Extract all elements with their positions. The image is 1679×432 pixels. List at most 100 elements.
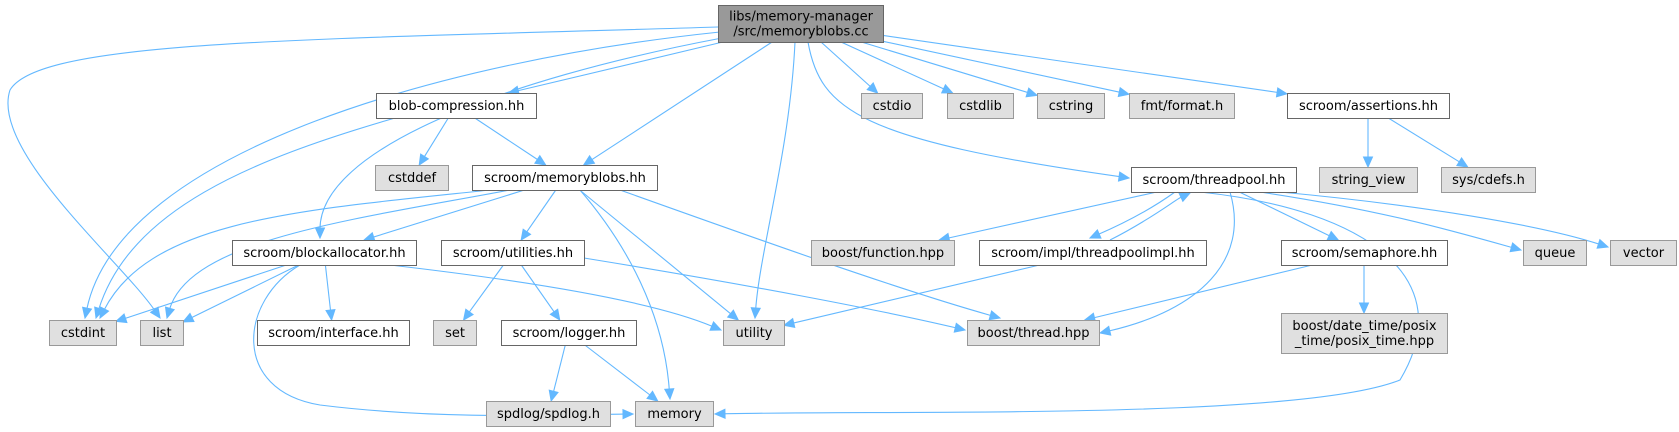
edge-line [168, 189, 511, 310]
node-threadpoolimpl[interactable]: scroom/impl/threadpoolimpl.hh [979, 240, 1207, 266]
node-memoryblobs-hh[interactable]: scroom/memoryblobs.hh [472, 165, 658, 191]
node-box [433, 320, 477, 346]
node-label: utility [736, 326, 773, 341]
arrowhead-icon [1117, 171, 1131, 182]
arrowhead-icon [1088, 228, 1102, 239]
edge-threadpool-to-memory [713, 191, 1419, 420]
edge-assertions-to-sys_cdefs [1388, 117, 1469, 168]
arrowhead-icon [1178, 192, 1192, 203]
node-label: scroom/logger.hh [513, 326, 626, 341]
edge-line [98, 117, 396, 310]
node-box [486, 401, 611, 427]
node-label: boost/function.hpp [822, 246, 944, 261]
arrowhead-icon [726, 309, 740, 321]
edge-root-to-memoryblobs_hh [582, 41, 773, 166]
edge-line [1388, 117, 1461, 163]
node-cstdlib: cstdlib [947, 93, 1014, 119]
node-utilities[interactable]: scroom/utilities.hh [441, 240, 585, 266]
arrowhead-icon [646, 390, 659, 402]
node-box [1037, 93, 1105, 119]
edge-line [882, 40, 1121, 93]
arrowhead-icon [582, 154, 596, 166]
edge-semaphore-to-posix_time [1358, 265, 1370, 315]
node-assertions[interactable]: scroom/assertions.hh [1287, 93, 1450, 119]
node-box [140, 320, 184, 346]
edge-line [584, 344, 651, 396]
edge-line [124, 264, 287, 320]
arrowhead-icon [988, 310, 1002, 321]
edge-threadpool-to-vector [1279, 191, 1610, 249]
node-spdlog: spdlog/spdlog.h [486, 401, 611, 427]
edge-line [1093, 264, 1313, 319]
arrowhead-icon [99, 306, 110, 320]
edge-line [1279, 191, 1600, 245]
arrowhead-icon [81, 306, 93, 320]
edge-blob_compression-to-cstddef [418, 117, 449, 167]
node-blob-compression[interactable]: blob-compression.hh [376, 93, 537, 119]
node-box [257, 320, 410, 346]
node-blockallocator[interactable]: scroom/blockallocator.hh [232, 240, 417, 266]
edge-threadpool-to-threadpoolimpl [1088, 191, 1176, 239]
arrowhead-icon [782, 317, 796, 329]
edge-line [840, 41, 945, 90]
edge-root-to-cstdlib [840, 41, 954, 94]
node-label: cstdint [61, 326, 105, 341]
edge-logger-to-spdlog [548, 344, 566, 403]
edge-line [792, 264, 1040, 324]
edge-memoryblobs_hh-to-cstdint [99, 189, 491, 320]
edge-threadpool-to-semaphore [1239, 191, 1340, 241]
edge-line [389, 264, 713, 328]
node-label: scroom/memoryblobs.hh [484, 171, 646, 186]
edge-line [86, 31, 721, 310]
edge-threadpool-to-queue [1259, 191, 1523, 253]
edge-line [1098, 191, 1176, 235]
nodes-layer: libs/memory-manager/src/memoryblobs.cc bl… [49, 5, 1677, 427]
node-box [376, 93, 537, 119]
node-box [723, 320, 785, 346]
node-sys-cdefs: sys/cdefs.h [1441, 167, 1536, 193]
edge-blockallocator-to-list [181, 264, 299, 323]
edge-line [372, 189, 525, 238]
arrowhead-icon [1117, 86, 1131, 98]
arrowhead-icon [713, 408, 726, 420]
node-label: memory [647, 407, 702, 422]
arrowhead-icon [940, 83, 954, 94]
node-box [49, 320, 117, 346]
node-box [1281, 313, 1448, 354]
node-label: /src/memoryblobs.cc [733, 25, 868, 40]
node-threadpool[interactable]: scroom/threadpool.hh [1131, 167, 1297, 193]
arrowhead-icon [866, 82, 879, 94]
edge-line [579, 189, 670, 391]
arrowhead-icon [1098, 325, 1112, 336]
edge-utilities-to-logger [520, 264, 561, 321]
node-semaphore[interactable]: scroom/semaphore.hh [1281, 240, 1448, 266]
edge-root-to-cstring [861, 41, 1039, 98]
edge-line [590, 41, 773, 161]
edge-line [807, 41, 1121, 178]
arrowhead-icon [1509, 242, 1523, 253]
edge-blockallocator-to-interface [324, 264, 336, 322]
edge-line [723, 191, 1419, 415]
edge-blockallocator-to-cstdint [114, 264, 287, 324]
node-label: sys/cdefs.h [1452, 173, 1525, 188]
node-box [947, 93, 1014, 119]
edge-line [474, 117, 539, 161]
edge-root-to-blob_compression [507, 41, 723, 96]
node-logger[interactable]: scroom/logger.hh [501, 320, 637, 346]
node-box [967, 320, 1100, 346]
edge-memoryblobs_hh-to-utilities [520, 189, 557, 242]
edge-line [861, 41, 1029, 94]
node-memory: memory [635, 401, 714, 427]
arrowhead-icon [1456, 157, 1469, 168]
node-interface[interactable]: scroom/interface.hh [257, 320, 410, 346]
node-label: set [445, 326, 465, 341]
node-box [1523, 240, 1587, 266]
node-box [1131, 167, 1297, 193]
edge-line [190, 264, 299, 319]
node-root[interactable]: libs/memory-manager/src/memoryblobs.cc [718, 5, 884, 43]
arrowhead-icon [622, 408, 635, 420]
node-label: scroom/utilities.hh [453, 246, 573, 261]
arrowhead-icon [314, 227, 326, 240]
arrowhead-icon [533, 154, 547, 166]
